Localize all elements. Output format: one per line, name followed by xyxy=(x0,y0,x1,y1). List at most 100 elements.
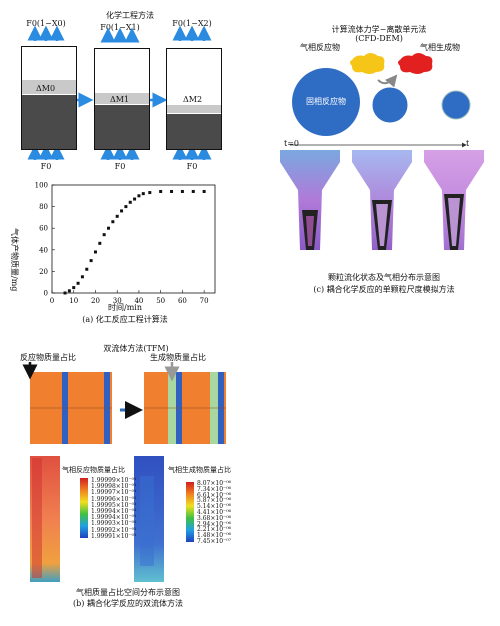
bottom-label-0: F0 xyxy=(40,162,52,171)
legend-tick-label: 1.99994×10⁻⁰¹ xyxy=(91,514,137,522)
panel-b-title: 双流体方法(TFM) xyxy=(103,344,169,353)
panel-a-caption: (a) 化工反应工程计算法 xyxy=(82,315,168,324)
label-gas-reactant: 气相反应物 xyxy=(300,43,340,52)
data-point xyxy=(148,191,152,195)
data-point xyxy=(85,267,89,271)
legend-tick-label: 5.14×10⁻⁰⁶ xyxy=(197,503,231,511)
legend-tick-label: 8.07×10⁻⁰⁶ xyxy=(197,480,231,487)
data-point xyxy=(80,275,84,279)
reactant-gas-cloud xyxy=(350,53,385,74)
legend-tick-label: 1.99997×10⁻⁰¹ xyxy=(91,489,137,497)
product-gas-cloud xyxy=(398,53,433,74)
panel-c-title: 计算流体力学−离散单元法 xyxy=(331,25,427,34)
data-point xyxy=(120,209,124,213)
data-point xyxy=(98,241,102,245)
legend-left-title: 气相反应物质量占比 xyxy=(62,466,125,474)
nozzle-snapshot-0 xyxy=(280,150,340,250)
mass-label-0: ΔM0 xyxy=(36,84,56,93)
plot-frame xyxy=(51,184,216,294)
legend-tick-label: 1.99995×10⁻⁰¹ xyxy=(91,501,137,509)
legend-tick-label: 7.34×10⁻⁰⁶ xyxy=(197,485,231,493)
panel-c-subcaption: 颗粒流化状态及气相分布示意图 xyxy=(328,273,440,282)
y-tick-label: 60 xyxy=(39,225,48,233)
x-tick-label: 40 xyxy=(134,297,143,305)
legend-tick-label: 1.99994×10⁻⁰¹ xyxy=(91,508,137,515)
time-start: t=0 xyxy=(284,139,300,148)
cfd-dem-snapshots xyxy=(280,150,484,250)
nozzle-snapshot-2 xyxy=(424,150,484,250)
x-tick-label: 20 xyxy=(91,297,100,305)
nozzle-snapshot-1 xyxy=(352,150,412,250)
chart-xlabel: 时间/min xyxy=(108,303,142,312)
top-label-2: F0(1−X2) xyxy=(172,19,212,28)
data-point xyxy=(159,189,163,193)
legend-tick-label: 6.61×10⁻⁰⁶ xyxy=(197,491,231,499)
data-point xyxy=(180,189,184,193)
bottom-label-1: F0 xyxy=(114,162,126,171)
x-tick-label: 0 xyxy=(50,297,54,305)
data-point xyxy=(141,192,145,196)
mass-label-2: ΔM2 xyxy=(183,95,203,104)
data-point xyxy=(76,281,80,285)
legend-tick-label: 1.99999×10⁻⁰¹ xyxy=(91,477,137,484)
data-point xyxy=(124,205,128,209)
data-point xyxy=(128,200,132,204)
panel-c-subtitle: (CFD-DEM) xyxy=(355,34,403,43)
x-tick-label: 30 xyxy=(113,297,122,305)
x-tick-label: 60 xyxy=(178,297,187,305)
x-tick-label: 10 xyxy=(69,297,78,305)
label-product-fraction: 生成物质量占比 xyxy=(150,353,206,362)
data-point xyxy=(191,189,195,193)
legend-tick-label: 1.99993×10⁻⁰¹ xyxy=(91,520,137,528)
time-end: t xyxy=(466,139,470,148)
legend-tick-label: 1.99998×10⁻⁰¹ xyxy=(91,483,137,491)
y-tick-label: 0 xyxy=(44,290,48,298)
data-point xyxy=(72,286,76,290)
data-point xyxy=(133,197,137,201)
y-tick-label: 100 xyxy=(35,182,48,190)
data-point xyxy=(202,189,206,193)
label-reactant-fraction: 反应物质量占比 xyxy=(20,353,76,362)
data-point xyxy=(137,194,141,198)
panel-c-caption: (c) 耦合化学反应的单颗粒尺度模拟方法 xyxy=(313,285,455,294)
panel-a-header: 化学工程方法 xyxy=(106,11,154,20)
top-label-0: F0(1−X0) xyxy=(26,19,66,28)
data-point xyxy=(115,214,119,218)
data-point xyxy=(107,226,111,230)
legend-tick-label: 4.41×10⁻⁰⁶ xyxy=(197,509,231,516)
particle-diagram xyxy=(290,53,471,148)
bottom-label-2: F0 xyxy=(186,162,198,171)
panel-a-arrows xyxy=(27,25,212,160)
y-tick-label: 80 xyxy=(39,203,48,211)
legend-tick-label: 1.48×10⁻⁰⁶ xyxy=(197,532,231,540)
x-tick-label: 50 xyxy=(156,297,165,305)
legend-tick-label: 5.87×10⁻⁰⁶ xyxy=(197,497,231,505)
solid-particle-medium xyxy=(371,86,409,124)
data-point xyxy=(170,189,174,193)
reactor-box-0 xyxy=(21,46,77,150)
colorbar-right xyxy=(186,482,194,542)
tfm-schematic xyxy=(22,362,226,444)
chart-ylabel: 气体产物质量/mg xyxy=(10,228,19,292)
y-tick-label: 20 xyxy=(39,268,48,276)
data-point xyxy=(67,289,71,293)
colorbar-left xyxy=(80,478,88,538)
legend-tick-label: 1.99996×10⁻⁰¹ xyxy=(91,495,137,503)
legend-tick-label: 7.45×10⁻⁰⁷ xyxy=(197,538,231,545)
reactor-box-1 xyxy=(94,48,150,150)
panel-b-caption: (b) 耦合化学反应的双流体方法 xyxy=(73,599,183,608)
mass-label-1: ΔM1 xyxy=(110,95,130,104)
contour-plots xyxy=(30,456,164,582)
legend-tick-label: 2.94×10⁻⁰⁶ xyxy=(197,520,231,528)
x-tick-label: 70 xyxy=(200,297,209,305)
legend-tick-label: 1.99991×10⁻⁰¹ xyxy=(91,532,137,540)
label-solid-reactant: 固相反应物 xyxy=(306,97,346,106)
data-point xyxy=(93,250,97,254)
legend-tick-label: 3.68×10⁻⁰⁶ xyxy=(197,514,231,522)
legend-tick-label: 2.21×10⁻⁰⁶ xyxy=(197,526,231,534)
data-point xyxy=(63,291,67,295)
solid-particle-large xyxy=(292,68,360,136)
data-point xyxy=(111,220,115,224)
label-gas-product: 气相生成物 xyxy=(420,43,460,52)
